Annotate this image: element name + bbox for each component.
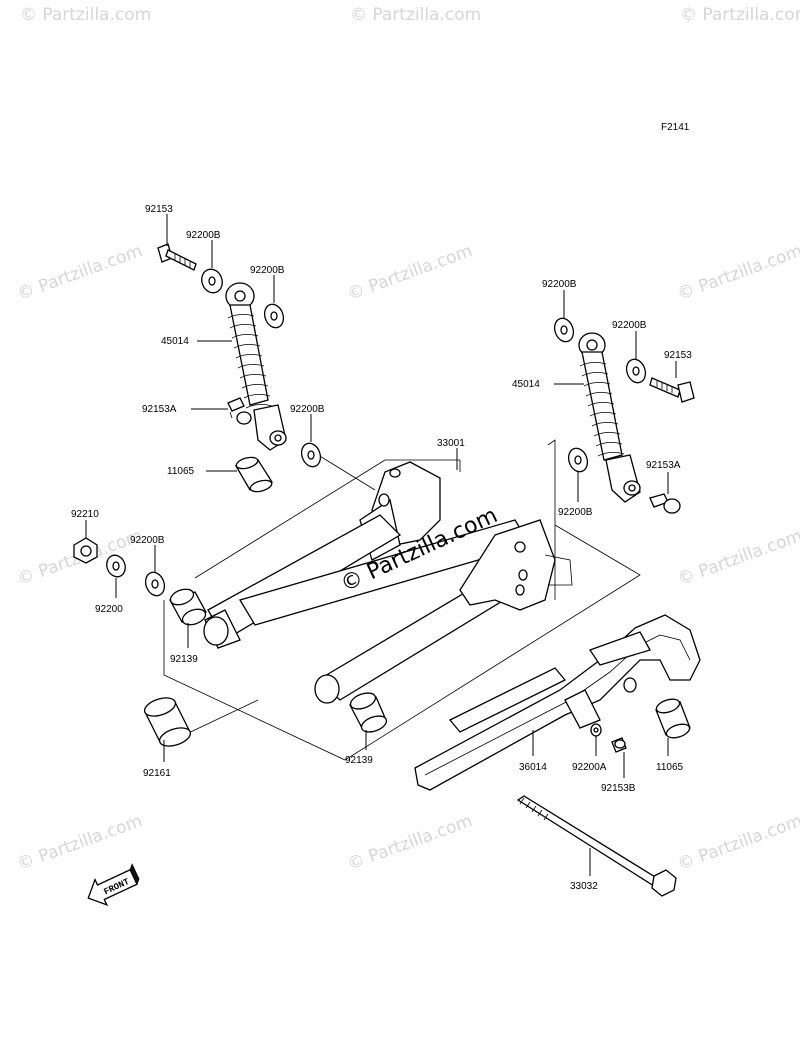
label-bolt-left-top: 92153 xyxy=(145,204,173,215)
front-arrow: FRONT xyxy=(87,863,140,907)
watermark: © Partzilla.com xyxy=(15,241,145,305)
bolt-left-bottom[interactable] xyxy=(227,397,252,425)
watermark: © Partzilla.com xyxy=(675,811,800,875)
collar-left[interactable] xyxy=(235,455,273,493)
watermark: © Partzilla.com xyxy=(15,811,145,875)
bushing-right[interactable] xyxy=(348,690,388,735)
pivot-shaft[interactable] xyxy=(516,795,677,897)
washer-pivot[interactable] xyxy=(104,553,128,580)
bolt-left-top[interactable] xyxy=(157,243,197,271)
swing-arm[interactable] xyxy=(203,439,573,704)
label-washer-case: 92200A xyxy=(572,762,607,773)
label-shock-left: 45014 xyxy=(161,336,189,347)
label-washer-left-c: 92200B xyxy=(290,404,325,415)
watermark: © Partzilla.com xyxy=(350,5,481,25)
label-collar-right: 11065 xyxy=(656,762,684,773)
watermark-layer: © Partzilla.com © Partzilla.com © Partzi… xyxy=(15,5,800,875)
washer-right-a[interactable] xyxy=(551,316,576,345)
label-nut: 92210 xyxy=(71,509,99,520)
label-pivot-shaft: 33032 xyxy=(570,881,598,892)
washer-pivot-b[interactable] xyxy=(142,570,167,599)
label-swingarm: 33001 xyxy=(437,438,465,449)
label-bolt-right-bottom: 92153A xyxy=(646,460,681,471)
label-bushing-right: 92139 xyxy=(345,755,373,766)
label-washer-right-a: 92200B xyxy=(542,279,577,290)
chain-case[interactable] xyxy=(414,614,701,791)
pivot-hardware-left xyxy=(73,537,388,749)
label-washer-pivot-b: 92200B xyxy=(130,535,165,546)
watermark: © Partzilla.com xyxy=(345,811,475,875)
label-washer-right-c: 92200B xyxy=(558,507,593,518)
label-bolt-case: 92153B xyxy=(601,783,636,794)
washer-left-c[interactable] xyxy=(298,441,323,470)
label-bolt-right-top: 92153 xyxy=(664,350,692,361)
label-bolt-left-bottom: 92153A xyxy=(142,404,177,415)
label-washer-right-b: 92200B xyxy=(612,320,647,331)
label-washer-pivot: 92200 xyxy=(95,604,123,615)
washer-right-c[interactable] xyxy=(565,446,590,475)
washer-right-b[interactable] xyxy=(623,357,648,386)
label-shock-right: 45014 xyxy=(512,379,540,390)
watermark: © Partzilla.com xyxy=(675,241,800,305)
figure-code: F2141 xyxy=(661,122,690,133)
shock-left[interactable] xyxy=(225,282,287,451)
bolt-case[interactable] xyxy=(611,737,627,753)
shock-right[interactable] xyxy=(578,332,641,503)
left-shock-assembly xyxy=(157,243,323,493)
part-labels: 92153 92200B 92200B 45014 92153A 92200B … xyxy=(71,204,692,892)
watermark: © Partzilla.com xyxy=(20,5,151,25)
label-collar-pivot: 92161 xyxy=(143,768,171,779)
bushing-left[interactable] xyxy=(168,586,207,627)
label-chain-case: 36014 xyxy=(519,762,547,773)
watermark: © Partzilla.com xyxy=(345,241,475,305)
collar-pivot[interactable] xyxy=(142,694,192,749)
right-shock-assembly xyxy=(551,316,695,514)
washer-left-a[interactable] xyxy=(198,266,225,295)
washer-left-b[interactable] xyxy=(261,302,286,331)
watermark: © Partzilla.com xyxy=(675,526,800,590)
leader-lines xyxy=(85,214,677,876)
bolt-right-top[interactable] xyxy=(649,377,695,403)
collar-right[interactable] xyxy=(655,697,692,741)
label-collar-left: 11065 xyxy=(167,466,195,477)
bolt-right-bottom[interactable] xyxy=(649,493,681,514)
washer-case[interactable] xyxy=(590,723,602,737)
label-washer-left-b: 92200B xyxy=(250,265,285,276)
watermark: © Partzilla.com xyxy=(680,5,800,25)
label-washer-left-a: 92200B xyxy=(186,230,221,241)
nut[interactable] xyxy=(73,537,98,564)
label-bushing-left: 92139 xyxy=(170,654,198,665)
